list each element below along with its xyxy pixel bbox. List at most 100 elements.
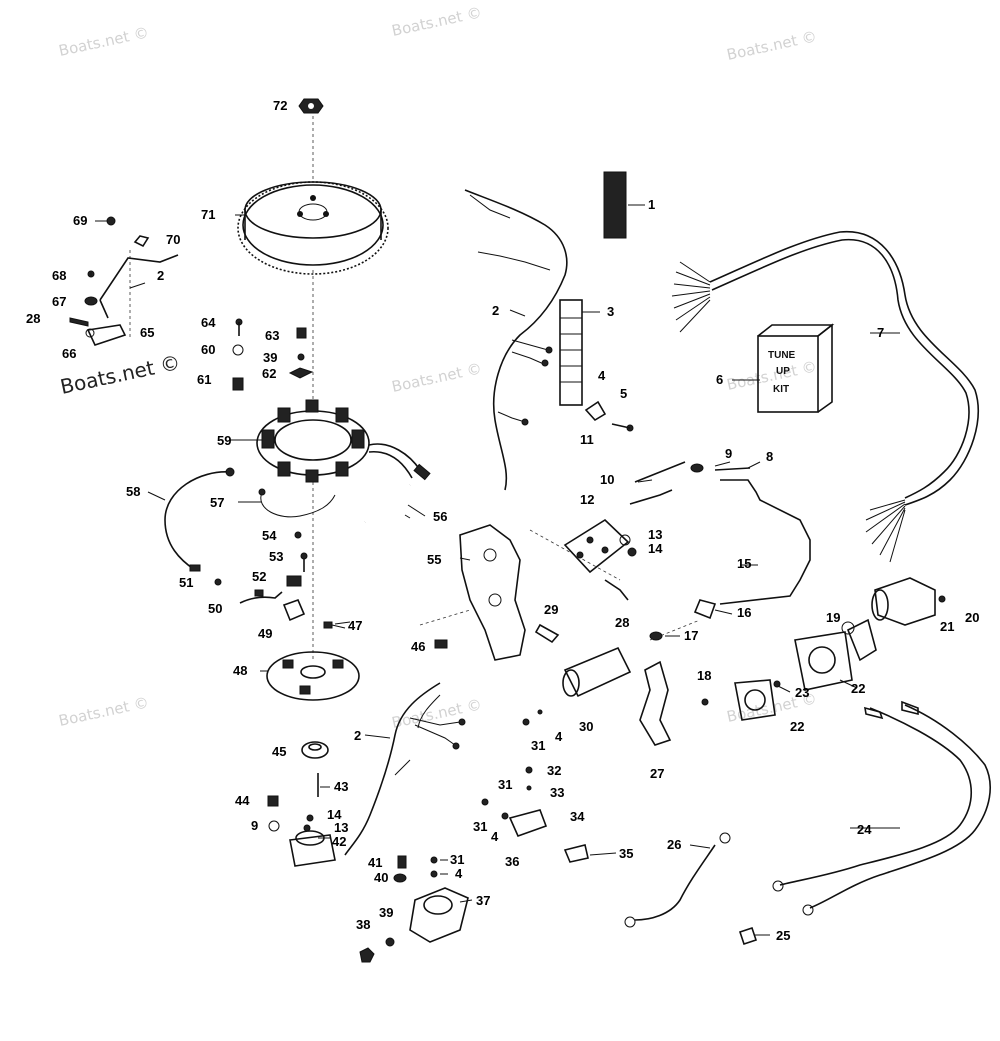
callout-39: 39 [263, 350, 277, 365]
callout-27: 27 [650, 766, 664, 781]
callout-54: 54 [262, 528, 277, 543]
callout-63: 63 [265, 328, 279, 343]
watermarks: Boats.net © Boats.net © Boats.net © Boat… [57, 3, 818, 732]
callout-37: 37 [476, 893, 490, 908]
part-30-coil [522, 646, 632, 726]
callout-13: 13 [334, 820, 348, 835]
callout-11: 11 [580, 432, 594, 447]
callout-26: 26 [667, 837, 681, 852]
callout-31: 31 [498, 777, 512, 792]
part-37-starter-solenoid [359, 855, 469, 963]
callout-10: 10 [600, 472, 614, 487]
part-26-strap [624, 832, 731, 928]
callout-49: 49 [258, 626, 272, 641]
callout-61: 61 [197, 372, 211, 387]
callout-29: 29 [544, 602, 558, 617]
callout-3: 3 [607, 304, 614, 319]
part-3-terminal-block [559, 299, 634, 432]
part-group-sleeve-pin [301, 741, 329, 797]
callout-66: 66 [62, 346, 76, 361]
callout-56: 56 [433, 509, 447, 524]
callout-22: 22 [851, 681, 865, 696]
callout-4: 4 [555, 729, 563, 744]
callout-14: 14 [327, 807, 342, 822]
part-group-stator-hardware [232, 318, 314, 391]
callout-71: 71 [201, 207, 215, 222]
watermark: Boats.net © [725, 357, 818, 394]
callout-59: 59 [217, 433, 231, 448]
callout-41: 41 [368, 855, 382, 870]
callout-24: 24 [857, 822, 872, 837]
assembly-lines [129, 110, 701, 660]
callout-33: 33 [550, 785, 564, 800]
callout-2: 2 [157, 268, 164, 283]
callout-58: 58 [126, 484, 140, 499]
callout-17: 17 [684, 628, 698, 643]
callout-62: 62 [262, 366, 276, 381]
callout-31: 31 [473, 819, 487, 834]
part-71-flywheel [237, 181, 389, 275]
callout-30: 30 [579, 719, 593, 734]
part-59-stator [256, 399, 431, 483]
watermark: Boats.net © [57, 23, 150, 60]
callout-35: 35 [619, 846, 633, 861]
callout-28: 28 [615, 615, 629, 630]
callout-1: 1 [648, 197, 655, 212]
callout-32: 32 [547, 763, 561, 778]
callout-23: 23 [795, 685, 809, 700]
part-1-decal [603, 171, 627, 239]
callout-19: 19 [826, 610, 840, 625]
callout-40: 40 [374, 870, 388, 885]
callout-48: 48 [233, 663, 247, 678]
callout-13: 13 [648, 527, 662, 542]
callout-42: 42 [332, 834, 346, 849]
callout-55: 55 [427, 552, 441, 567]
callout-47: 47 [348, 618, 362, 633]
callout-50: 50 [208, 601, 222, 616]
callout-5: 5 [620, 386, 627, 401]
callout-67: 67 [52, 294, 66, 309]
callout-16: 16 [737, 605, 751, 620]
callout-20: 20 [965, 610, 979, 625]
callout-64: 64 [201, 315, 216, 330]
callout-8: 8 [766, 449, 773, 464]
part-7-cable [671, 230, 979, 563]
callout-labels: 1 2 2 2 3 4 4 4 4 5 6 7 8 9 9 10 11 12 1… [26, 98, 979, 943]
callout-34: 34 [570, 809, 585, 824]
callout-36: 36 [505, 854, 519, 869]
part-55-bracket [434, 524, 560, 661]
callout-31: 31 [450, 852, 464, 867]
callout-65: 65 [140, 325, 154, 340]
callout-7: 7 [877, 325, 884, 340]
callout-12: 12 [580, 492, 594, 507]
callout-4: 4 [598, 368, 606, 383]
callout-43: 43 [334, 779, 348, 794]
callout-4: 4 [491, 829, 499, 844]
callout-69: 69 [73, 213, 87, 228]
part-56-hose [363, 483, 413, 525]
watermark: Boats.net © [58, 350, 182, 399]
callout-51: 51 [179, 575, 193, 590]
kit-label-line1: TUNE [768, 350, 796, 361]
part-27-clamp [639, 660, 709, 746]
callout-22: 22 [790, 719, 804, 734]
part-21-ignition-switch [734, 577, 946, 721]
part-72-nut [298, 98, 324, 114]
part-24-battery-cables [738, 700, 991, 946]
part-58-lead [164, 467, 235, 572]
callout-45: 45 [272, 744, 286, 759]
leader-lines [90, 204, 900, 936]
part-group-throttle-link [69, 216, 179, 346]
callout-39: 39 [379, 905, 393, 920]
callout-2: 2 [492, 303, 499, 318]
callout-68: 68 [52, 268, 66, 283]
part-group-trigger-hardware [214, 531, 333, 629]
part-6-tune-up-kit: TUNE UP KIT [757, 323, 835, 413]
kit-label-line3: KIT [773, 384, 789, 395]
callout-44: 44 [235, 793, 250, 808]
watermark: Boats.net © [390, 359, 483, 396]
part-2-harness-lower [344, 682, 466, 856]
callout-18: 18 [697, 668, 711, 683]
callout-72: 72 [273, 98, 287, 113]
